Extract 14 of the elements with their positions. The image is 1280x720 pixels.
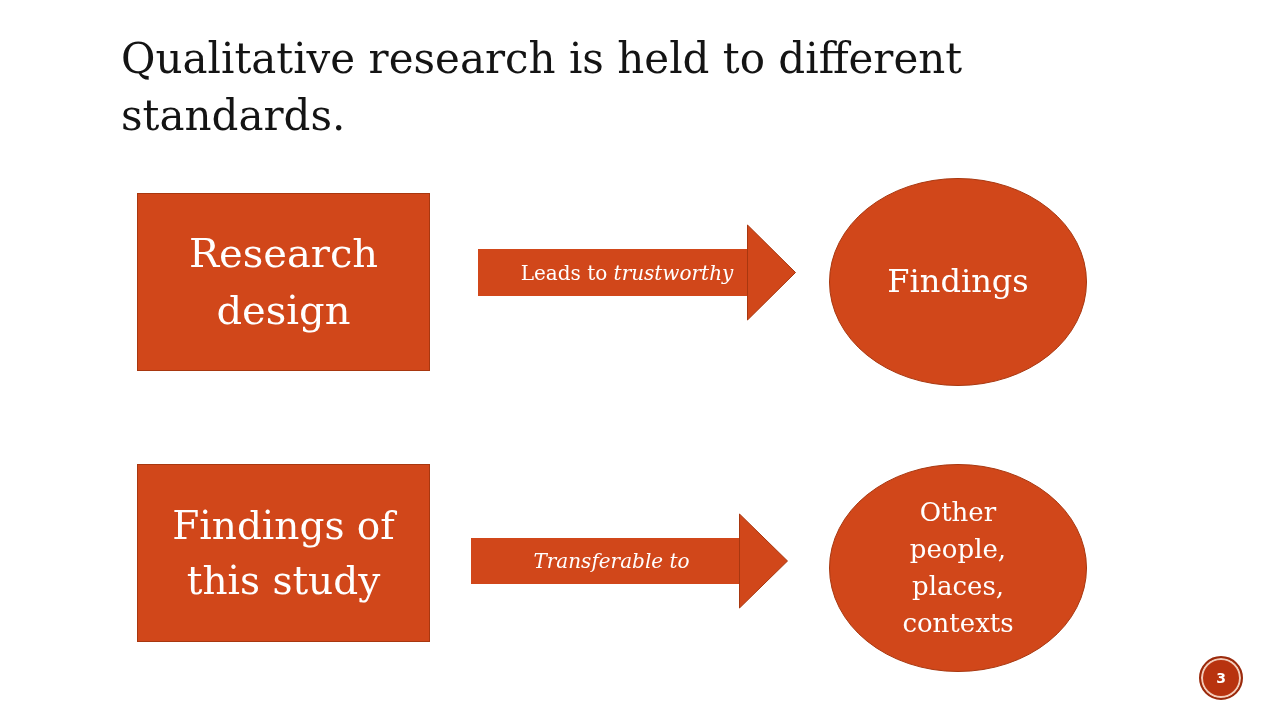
node-text: Other people, places, contexts [901, 496, 1015, 640]
edge-label: Transferable to [533, 548, 690, 574]
process-box [137, 464, 430, 642]
page-number: 3 [1199, 656, 1243, 700]
edge-label: Leads to trustworthy [520, 259, 734, 286]
node-text: Research design [187, 229, 380, 335]
slide-title: Qualitative research is held to different standards. [121, 33, 964, 142]
block-arrow [478, 224, 796, 321]
process-box [137, 193, 430, 371]
result-ellipse [829, 178, 1087, 386]
node-text: Findings of this study [171, 501, 398, 605]
block-arrow [471, 513, 788, 609]
result-ellipse [829, 464, 1087, 672]
node-text: Findings [886, 261, 1030, 303]
